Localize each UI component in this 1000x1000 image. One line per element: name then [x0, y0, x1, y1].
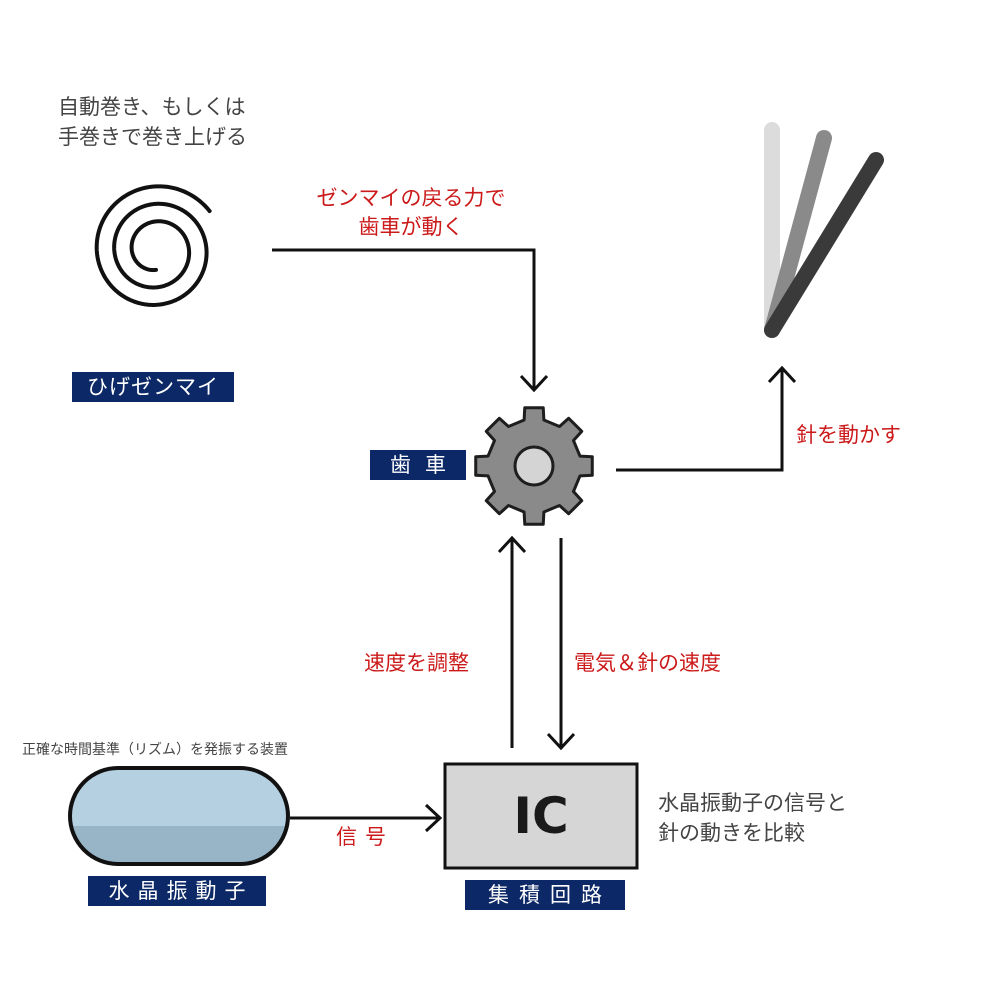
spring-arrow-label-line2: 歯車が動く — [358, 215, 464, 239]
spring-arrow-label-line1: ゼンマイの戻る力で — [316, 186, 506, 210]
spiral-spring-icon — [94, 184, 212, 307]
ic-to-gear-label: 速度を調整 — [364, 651, 469, 675]
arrow-spring-to-gear — [272, 248, 549, 393]
arrow-crystal-to-ic — [290, 803, 443, 833]
ic-box — [443, 762, 639, 870]
ic-text: IC — [513, 787, 569, 845]
spring-note-line2: 手巻きで巻き上げる — [58, 125, 247, 149]
ic-note-line2: 針の動きを比較 — [658, 821, 805, 845]
gear-icon — [474, 406, 594, 526]
hands-arrow-label: 針を動かす — [796, 423, 901, 447]
ic-note-line1: 水晶振動子の信号と — [658, 791, 847, 815]
gear-to-ic-label: 電気＆針の速度 — [574, 651, 721, 675]
crystal-capsule-icon — [68, 766, 290, 866]
arrow-gear-to-ic — [546, 538, 576, 751]
crystal-note: 正確な時間基準（リズム）を発振する装置 — [22, 742, 288, 758]
arrow-gear-to-hands — [616, 365, 797, 472]
crystal-arrow-label: 信号 — [336, 825, 394, 849]
spring-label: ひげゼンマイ — [72, 372, 234, 402]
watch-hands-icon — [764, 122, 884, 338]
crystal-label: 水晶振動子 — [88, 876, 266, 906]
gear-label: 歯車 — [370, 450, 466, 480]
arrow-ic-to-gear — [497, 535, 527, 748]
spring-note-line1: 自動巻き、もしくは — [58, 95, 246, 119]
ic-label: 集積回路 — [465, 880, 625, 910]
